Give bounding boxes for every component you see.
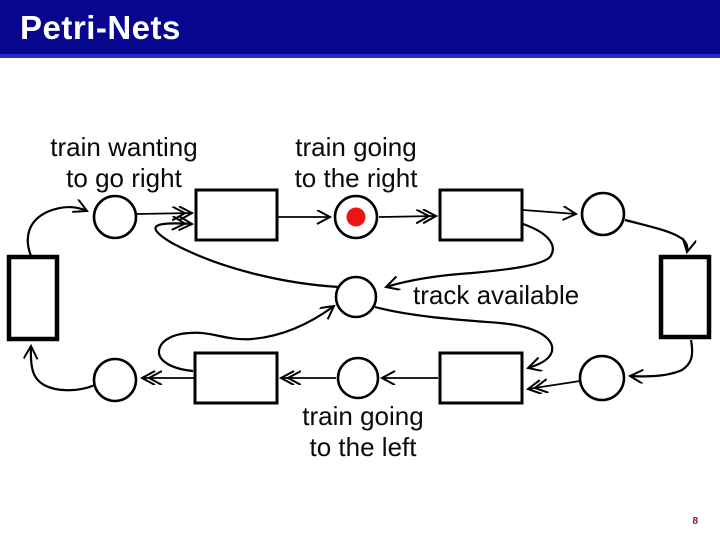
- place-bottom-left: [92, 357, 138, 403]
- arc-place-bottom-right-to-transition-bottom-right: [528, 381, 581, 389]
- label-line: train going: [302, 401, 424, 431]
- label-line: train wanting: [50, 132, 198, 162]
- arc-place-top-left-to-transition-top-left: [136, 213, 192, 214]
- transition-left: [6, 254, 60, 342]
- place-bottom-right: [578, 354, 626, 402]
- arc-transition-left-to-place-top-left: [26, 207, 87, 257]
- place-track-available: [334, 275, 378, 319]
- place-top-right: [580, 191, 626, 237]
- arc-transition-right-to-place-bottom-right: [630, 339, 694, 376]
- place-bottom-center: [336, 356, 380, 400]
- token-dot: [346, 207, 366, 227]
- label-line: to the right: [294, 163, 418, 193]
- arc-transition-top-right-to-place-top-right: [522, 210, 576, 214]
- transition-bottom-left: [193, 351, 279, 405]
- arc-place-top-right-to-transition-right: [624, 218, 687, 252]
- label-line: to go right: [66, 163, 182, 193]
- arc-transition-bottom-left-to-track-available: [157, 306, 334, 373]
- label-track-available: track available: [413, 280, 580, 310]
- arc-token-place-to-transition-top-right: [378, 216, 436, 217]
- slide-header-bar: Petri-Nets: [0, 0, 720, 58]
- arc-track-available-to-transition-bottom-right: [374, 305, 554, 368]
- transition-right: [658, 254, 712, 340]
- page-number: 8: [692, 516, 698, 527]
- transition-top-left: [194, 188, 279, 242]
- label-line: train going: [295, 132, 417, 162]
- label-train-going-right: train going to the right: [256, 132, 456, 194]
- label-line: to the left: [309, 432, 417, 462]
- label-train-wanting: train wanting to go right: [24, 132, 224, 194]
- place-train-wanting-to-go-right: [92, 194, 138, 240]
- transition-bottom-right: [438, 351, 524, 405]
- arc-transition-top-right-to-track-available: [386, 222, 554, 287]
- label-train-going-left: train going to the left: [263, 401, 463, 463]
- slide-title: Petri-Nets: [20, 9, 181, 46]
- transition-top-right: [438, 188, 524, 242]
- arc-track-available-to-transition-top-left: [154, 223, 340, 289]
- arc-place-bottom-left-to-transition-left: [31, 346, 96, 392]
